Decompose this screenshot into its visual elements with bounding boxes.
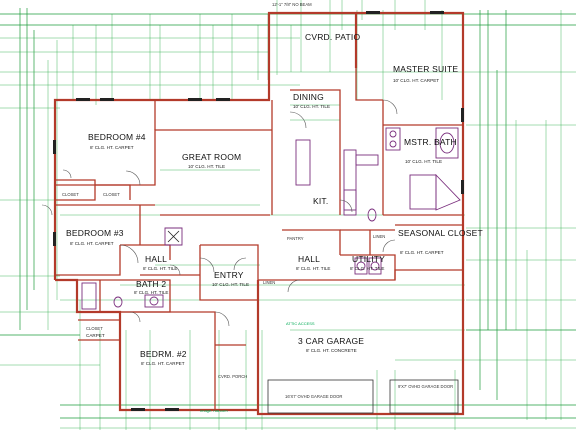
label-seasonal-closet: SEASONAL CLOSET (398, 228, 483, 238)
sub-master-suite: 10' CLG. HT. CARPET (393, 78, 439, 83)
label-covered-porch: CVRD. PORCH (218, 374, 247, 379)
sub-bath-2: 8' CLG. HT. TILE (134, 290, 169, 295)
label-bedroom-3: BEDROOM #3 (66, 228, 124, 238)
label-kitchen: KIT. (313, 196, 328, 206)
label-hall-right: HALL (298, 254, 320, 264)
label-closet-upper: CLOSET (62, 192, 79, 197)
sub-entry: 10' CLG. HT. TILE (212, 282, 249, 287)
interior-walls (55, 68, 463, 345)
label-closet-upper2: CLOSET (103, 192, 120, 197)
label-bedroom-2: BEDRM. #2 (140, 349, 187, 359)
window-markers (53, 11, 464, 414)
room-labels: CVRD. PATIO MASTER SUITE 10' CLG. HT. CA… (62, 32, 483, 379)
sub-hall-left: 8' CLG. HT. TILE (143, 266, 178, 271)
sub-mstr-bath: 10' CLG. HT. TILE (405, 159, 442, 164)
label-dining: DINING (293, 92, 324, 102)
label-hall-left: HALL (145, 254, 167, 264)
label-utility: UTILITY (352, 254, 385, 264)
label-bath-2: BATH 2 (136, 279, 166, 289)
fixtures (81, 127, 461, 310)
sub-utility: 8' CLG. HT. TILE (350, 266, 385, 271)
label-bedroom-4: BEDROOM #4 (88, 132, 146, 142)
sub-closet-lower: CARPET (86, 333, 105, 338)
dimension-lines (19, 0, 562, 430)
label-covered-patio: CVRD. PATIO (305, 32, 360, 42)
note-garage-door-right: 9'X7' OVHD GARAGE DOOR (398, 384, 453, 389)
note-garage-door-left: 16'X7' OVHD GARAGE DOOR (285, 394, 342, 399)
sub-seasonal-closet: 8' CLG. HT. CARPET (400, 250, 444, 255)
label-linen-lower: LINEN (263, 280, 275, 285)
watermark: Image: har.com (200, 408, 228, 413)
sub-bedroom-4: 8' CLG. HT. CARPET (90, 145, 134, 150)
label-pantry: PANTRY (287, 236, 304, 241)
sub-dining: 10' CLG. HT. TILE (293, 104, 330, 109)
doors (41, 99, 398, 327)
label-great-room: GREAT ROOM (182, 152, 241, 162)
sub-bedroom-3: 8' CLG. HT. CARPET (70, 241, 114, 246)
note-top-dim: 12'-1" 7/8" NO BEAM (272, 2, 312, 7)
sub-bedroom-2: 8' CLG. HT. CARPET (141, 361, 185, 366)
sub-great-room: 10' CLG. HT. TILE (188, 164, 225, 169)
label-linen-upper: LINEN (373, 234, 385, 239)
label-garage: 3 CAR GARAGE (298, 336, 364, 346)
label-mstr-bath: MSTR. BATH (404, 137, 457, 147)
label-entry: ENTRY (214, 270, 244, 280)
sub-garage: 8' CLG. HT. CONCRETE (306, 348, 357, 353)
dimension-lines-horizontal (0, 13, 576, 429)
label-master-suite: MASTER SUITE (393, 64, 458, 74)
note-attic-access: ATTIC ACCESS (286, 321, 315, 326)
label-closet-lower: CLOSET (86, 326, 103, 331)
notes: 16'X7' OVHD GARAGE DOOR 9'X7' OVHD GARAG… (200, 2, 453, 413)
sub-hall-right: 8' CLG. HT. TILE (296, 266, 331, 271)
